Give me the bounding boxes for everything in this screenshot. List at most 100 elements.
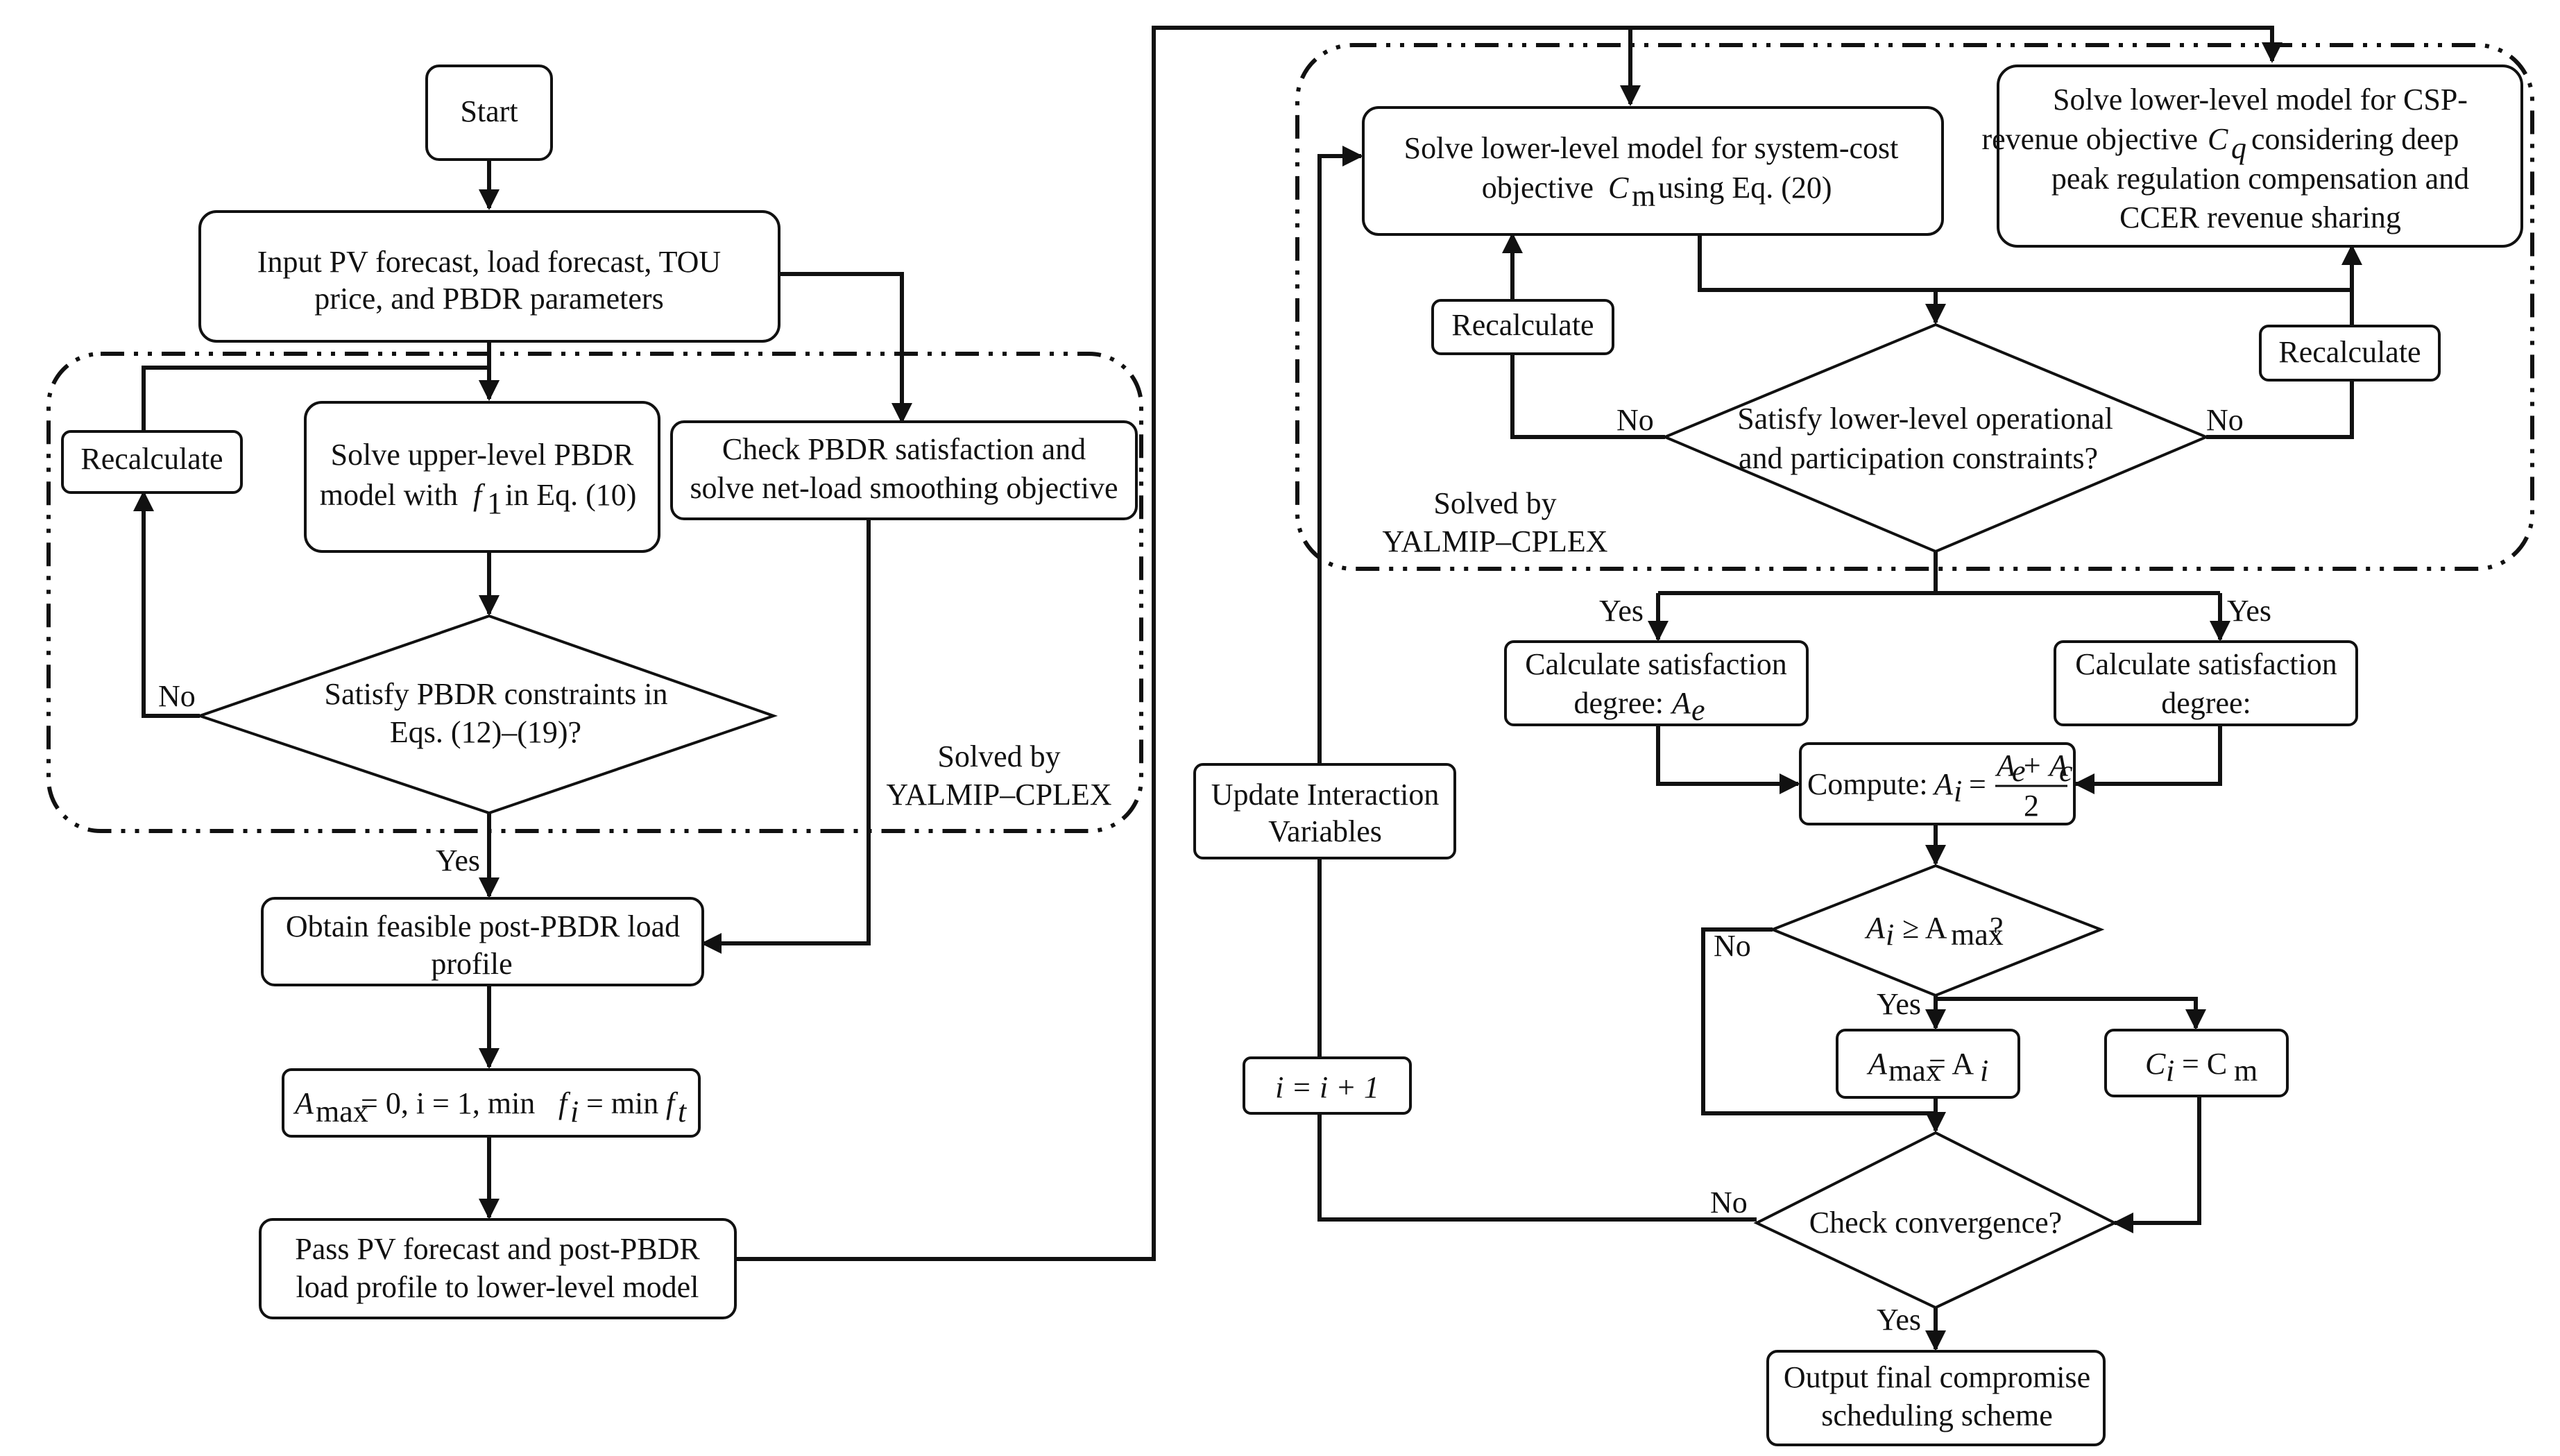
init-f-sub: i	[570, 1095, 579, 1129]
recalculate-left-box	[1431, 299, 1614, 355]
lower-no-left-label: No	[1616, 403, 1654, 437]
input-line2: price, and PBDR parameters	[314, 282, 663, 316]
split-yes-right-label: Yes	[2227, 594, 2271, 628]
pbdr-constraints-decision	[195, 614, 778, 815]
upper-level-region	[46, 352, 1143, 833]
sat-right-line2: degree:	[2161, 686, 2251, 720]
solved-by-upper-line1: Solved by	[937, 739, 1060, 773]
line-conv-no	[1317, 1113, 1757, 1222]
convergence-decision	[1753, 1131, 2118, 1310]
solve-lower-csp-line3: peak regulation compensation and	[2051, 162, 2469, 196]
ci-eq: = C	[2182, 1047, 2227, 1081]
recalculate-right-label: Recalculate	[2278, 335, 2421, 369]
output-box	[1766, 1350, 2106, 1446]
check-pbdr-line2: solve net-load smoothing objective	[690, 471, 1118, 505]
arrow-satl-compute	[1656, 725, 1800, 794]
input-line1: Input PV forecast, load forecast, TOU	[257, 245, 721, 279]
output-line2: scheduling scheme	[1821, 1398, 2053, 1432]
sat-left-A: A	[1670, 686, 1691, 720]
feasible-profile-box	[261, 897, 704, 986]
compute-Ae-sub: e	[2012, 754, 2026, 788]
sat-left-box	[1504, 640, 1809, 726]
start-label: Start	[460, 94, 518, 128]
solve-lower-cost-line2a: objective	[1482, 171, 1594, 205]
sat-left-line1: Calculate satisfaction	[1525, 647, 1787, 681]
conv-yes-label: Yes	[1877, 1303, 1921, 1337]
amax-eq: = A	[1929, 1047, 1974, 1081]
check-pbdr-box	[670, 420, 1138, 520]
pbdr-cond-line2: Eqs. (12)–(19)?	[390, 715, 581, 749]
init-A: A	[293, 1086, 314, 1120]
solve-upper-line2a: model with	[320, 478, 458, 512]
cond-max-max: max	[1951, 918, 2004, 952]
arrow-maxcond-ci	[1936, 997, 2206, 1030]
convergence-label: Check convergence?	[1809, 1206, 2062, 1240]
compute-plus-Ac: + A	[2022, 748, 2069, 782]
solve-upper-line2b: in Eq. (10)	[505, 478, 636, 512]
arrow-no-recalc	[133, 490, 200, 718]
cond-max-A: A	[1864, 911, 1886, 945]
cond-max-q: ?	[1990, 911, 2004, 945]
feasible-line1: Obtain feasible post-PBDR load	[286, 909, 680, 943]
solve-lower-cost-line2b: using Eq. (20)	[1658, 171, 1832, 205]
recalculate-left-label: Recalculate	[1451, 308, 1594, 342]
arrow-ci-conv	[2113, 1096, 2201, 1233]
check-pbdr-line1: Check PBDR satisfaction and	[722, 432, 1086, 466]
lower-constraints-decision	[1661, 323, 2210, 554]
input-box	[198, 210, 780, 343]
arrow-pass-csp	[735, 26, 2282, 1261]
sat-left-line2: degree:	[1574, 686, 1664, 720]
cond-max-ge: ≥ A	[1902, 911, 1947, 945]
solve-lower-csp-C: C	[2208, 122, 2228, 156]
solve-upper-line1: Solve upper-level PBDR	[331, 438, 634, 472]
recalculate-upper-box	[61, 430, 243, 494]
compute-box	[1799, 742, 2076, 825]
solve-lower-csp-line4: CCER revenue sharing	[2119, 200, 2401, 234]
line-maxcond-no	[1701, 927, 1936, 1115]
amax-update-box	[1836, 1029, 2020, 1099]
compute-Ai-sub: i	[1954, 774, 1962, 808]
init-rest: = 0, i = 1, min	[361, 1086, 535, 1120]
split-yes-left-label: Yes	[1599, 594, 1644, 628]
solve-lower-cost-C-sub: m	[1632, 179, 1655, 213]
arrow-update-cost	[1317, 146, 1363, 764]
solve-upper-f-sub: 1	[487, 486, 502, 520]
maxcond-no-label: No	[1714, 929, 1751, 963]
arrow-satr-compute	[2074, 725, 2222, 794]
amax-i-sub: i	[1980, 1054, 1988, 1088]
amax-A: A	[1866, 1047, 1888, 1081]
compute-denominator: 2	[2024, 789, 2039, 823]
solve-lower-cost-C: C	[1608, 171, 1629, 205]
upper-yes-label: Yes	[436, 843, 480, 877]
lower-level-region	[1295, 43, 2534, 571]
compute-Ae: A	[1995, 748, 2016, 782]
upper-no-label: No	[158, 679, 196, 713]
solve-upper-box	[304, 401, 660, 553]
compute-label: Compute:	[1807, 767, 1928, 801]
recalculate-right-box	[2259, 325, 2441, 382]
feasible-line2: profile	[431, 947, 512, 981]
iteration-formula: i = i + 1	[1275, 1070, 1379, 1104]
update-line2: Variables	[1268, 814, 1382, 848]
sat-left-A-sub: e	[1691, 693, 1705, 727]
arrow-input-check	[774, 272, 912, 424]
amax-max-sub: max	[1888, 1054, 1941, 1088]
start-node	[425, 65, 553, 161]
init-formula-box	[282, 1068, 701, 1138]
solve-lower-csp-line1: Solve lower-level model for CSP-	[2053, 83, 2468, 117]
cond-max-i: i	[1886, 918, 1894, 952]
pbdr-cond-line1: Satisfy PBDR constraints in	[324, 677, 667, 711]
init-f2-sub: t	[678, 1095, 688, 1129]
ci-i-sub: i	[2166, 1054, 2174, 1088]
init-eq: = min	[586, 1086, 658, 1120]
pass-line2: load profile to lower-level model	[296, 1270, 699, 1304]
output-line1: Output final compromise	[1784, 1360, 2090, 1394]
update-variables-box	[1193, 763, 1456, 859]
amax-decision	[1768, 864, 2105, 997]
solved-by-upper-line2: YALMIP–CPLEX	[886, 778, 1111, 812]
ci-m-sub: m	[2234, 1054, 2258, 1088]
iteration-box	[1243, 1056, 1412, 1115]
update-line1: Update Interaction	[1211, 778, 1440, 812]
recalculate-upper-label: Recalculate	[80, 442, 223, 476]
